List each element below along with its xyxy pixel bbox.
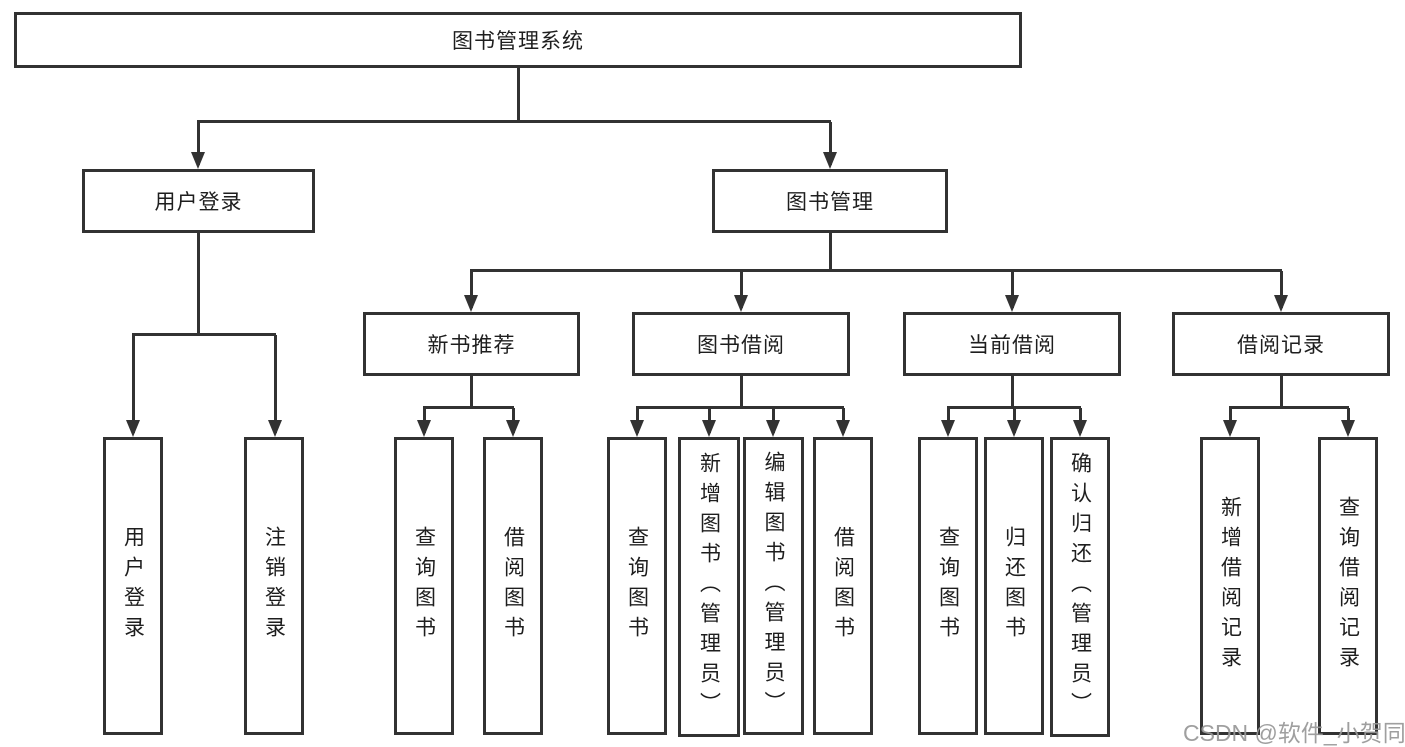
leaf-label: 新增图书（管理员）: [697, 452, 721, 722]
leaf-logout: 注销登录: [244, 437, 304, 735]
node-label: 新书推荐: [427, 334, 516, 357]
leaf-query-books-3: 查询图书: [918, 437, 978, 735]
arrowhead-down-icon: [941, 420, 955, 437]
arrowhead-down-icon: [630, 420, 644, 437]
leaf-add-borrow-record: 新增借阅记录: [1200, 437, 1260, 735]
connector-arrow-line: [829, 122, 832, 165]
leaf-label: 查询图书: [936, 526, 960, 646]
connector-arrow-line: [1280, 271, 1283, 308]
connector-line-horizontal: [636, 406, 844, 409]
leaf-label: 查询图书: [412, 526, 436, 646]
connector-arrow-line: [1011, 271, 1014, 308]
connector-line-vertical: [197, 233, 200, 336]
connector-line-horizontal: [947, 406, 1081, 409]
arrowhead-down-icon: [464, 295, 478, 312]
node-label: 图书管理: [786, 191, 874, 214]
leaf-query-borrow-record: 查询借阅记录: [1318, 437, 1378, 735]
arrowhead-down-icon: [268, 420, 282, 437]
node-user-login-group: 用户登录: [82, 169, 315, 233]
connector-line-vertical: [1280, 376, 1283, 409]
connector-arrow-line: [274, 335, 277, 433]
leaf-borrow-books-1: 借阅图书: [483, 437, 543, 735]
connector-line-vertical: [1011, 376, 1014, 409]
leaf-label: 归还图书: [1002, 526, 1026, 646]
connector-arrow-line: [470, 271, 473, 308]
leaf-label: 用户登录: [121, 526, 145, 646]
arrowhead-down-icon: [126, 420, 140, 437]
arrowhead-down-icon: [417, 420, 431, 437]
arrowhead-down-icon: [1341, 420, 1355, 437]
connector-line-vertical: [470, 376, 473, 409]
leaf-label: 编辑图书（管理员）: [762, 451, 785, 721]
leaf-label: 查询借阅记录: [1336, 496, 1360, 676]
leaf-label: 查询图书: [625, 526, 649, 646]
connector-arrow-line: [740, 271, 743, 308]
node-new-book-recommend: 新书推荐: [363, 312, 580, 376]
leaf-borrow-books-2: 借阅图书: [813, 437, 873, 735]
node-label: 用户登录: [154, 191, 243, 214]
connector-line-vertical: [740, 376, 743, 409]
arrowhead-down-icon: [191, 152, 205, 169]
node-label: 图书借阅: [697, 334, 785, 357]
arrowhead-down-icon: [1274, 295, 1288, 312]
connector-line-horizontal: [1229, 406, 1349, 409]
arrowhead-down-icon: [1005, 295, 1019, 312]
connector-line-horizontal: [470, 269, 1282, 272]
leaf-user-login: 用户登录: [103, 437, 163, 735]
node-borrow-record: 借阅记录: [1172, 312, 1390, 376]
leaf-add-books-admin: 新增图书（管理员）: [678, 437, 740, 737]
connector-arrow-line: [132, 335, 135, 433]
arrowhead-down-icon: [1007, 420, 1021, 437]
node-book-management-group: 图书管理: [712, 169, 948, 233]
connector-line-vertical: [829, 233, 832, 272]
connector-line-vertical: [517, 68, 520, 123]
node-book-borrow: 图书借阅: [632, 312, 850, 376]
connector-arrow-line: [197, 122, 200, 165]
arrowhead-down-icon: [1223, 420, 1237, 437]
leaf-label: 借阅图书: [831, 526, 855, 646]
leaf-query-books-1: 查询图书: [394, 437, 454, 735]
arrowhead-down-icon: [836, 420, 850, 437]
node-label: 当前借阅: [968, 334, 1056, 357]
connector-line-horizontal: [197, 120, 831, 123]
arrowhead-down-icon: [823, 152, 837, 169]
connector-line-horizontal: [132, 333, 276, 336]
node-root-label: 图书管理系统: [452, 30, 584, 53]
arrowhead-down-icon: [734, 295, 748, 312]
leaf-label: 注销登录: [262, 526, 286, 646]
leaf-label: 新增借阅记录: [1218, 496, 1242, 676]
leaf-label: 借阅图书: [501, 526, 525, 646]
node-label: 借阅记录: [1237, 334, 1325, 357]
leaf-edit-books-admin: 编辑图书（管理员）: [743, 437, 804, 735]
leaf-label: 确认归还（管理员）: [1068, 452, 1092, 722]
arrowhead-down-icon: [702, 420, 716, 437]
csdn-watermark: CSDN @软件_小贺同学: [1183, 720, 1405, 746]
leaf-return-books: 归还图书: [984, 437, 1044, 735]
arrowhead-down-icon: [1073, 420, 1087, 437]
connector-line-horizontal: [423, 406, 514, 409]
leaf-confirm-return-admin: 确认归还（管理员）: [1050, 437, 1110, 737]
node-current-borrow: 当前借阅: [903, 312, 1121, 376]
leaf-query-books-2: 查询图书: [607, 437, 667, 735]
arrowhead-down-icon: [506, 420, 520, 437]
node-root-system: 图书管理系统: [14, 12, 1022, 68]
arrowhead-down-icon: [766, 420, 780, 437]
